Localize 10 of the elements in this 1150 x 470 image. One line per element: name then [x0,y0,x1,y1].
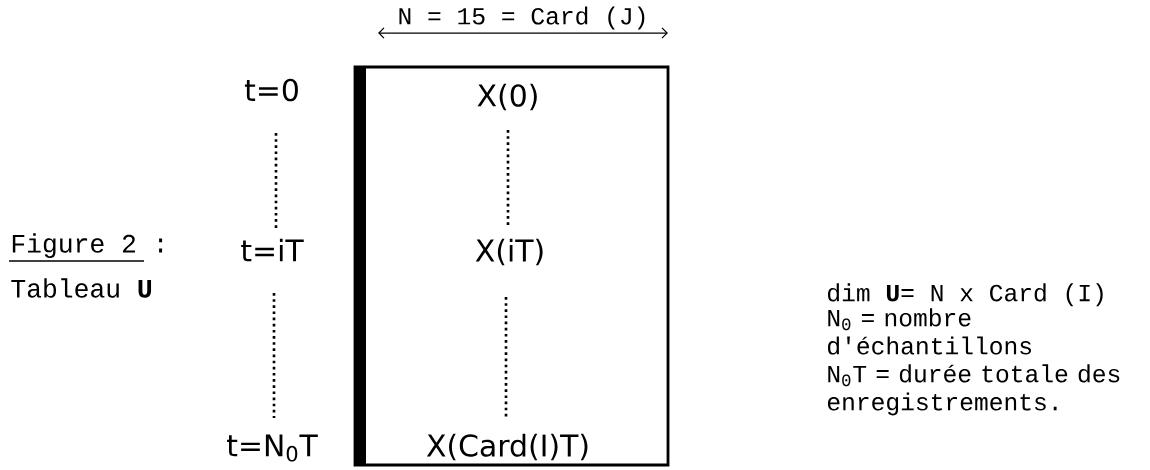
figure-caption: Tableau U [11,278,152,298]
table-box: X(0) X(iT) X(Card(I)T) [353,65,670,467]
note-text: N$_{0}$T = durée totale des enregistrements. [827,364,1120,416]
time-label: t=iT [241,238,304,262]
time-label: t=0 [244,78,298,102]
note-text: dim U= N x Card (I) [828,283,1103,307]
time-label: t=N$_{0}$T [227,434,318,462]
note-text: N$_{0}$ = nombre d'échantillons [828,308,1031,355]
dimension-label: N = 15 = Card (J) [399,6,645,30]
figure-number: Figure 2 : [12,233,163,258]
